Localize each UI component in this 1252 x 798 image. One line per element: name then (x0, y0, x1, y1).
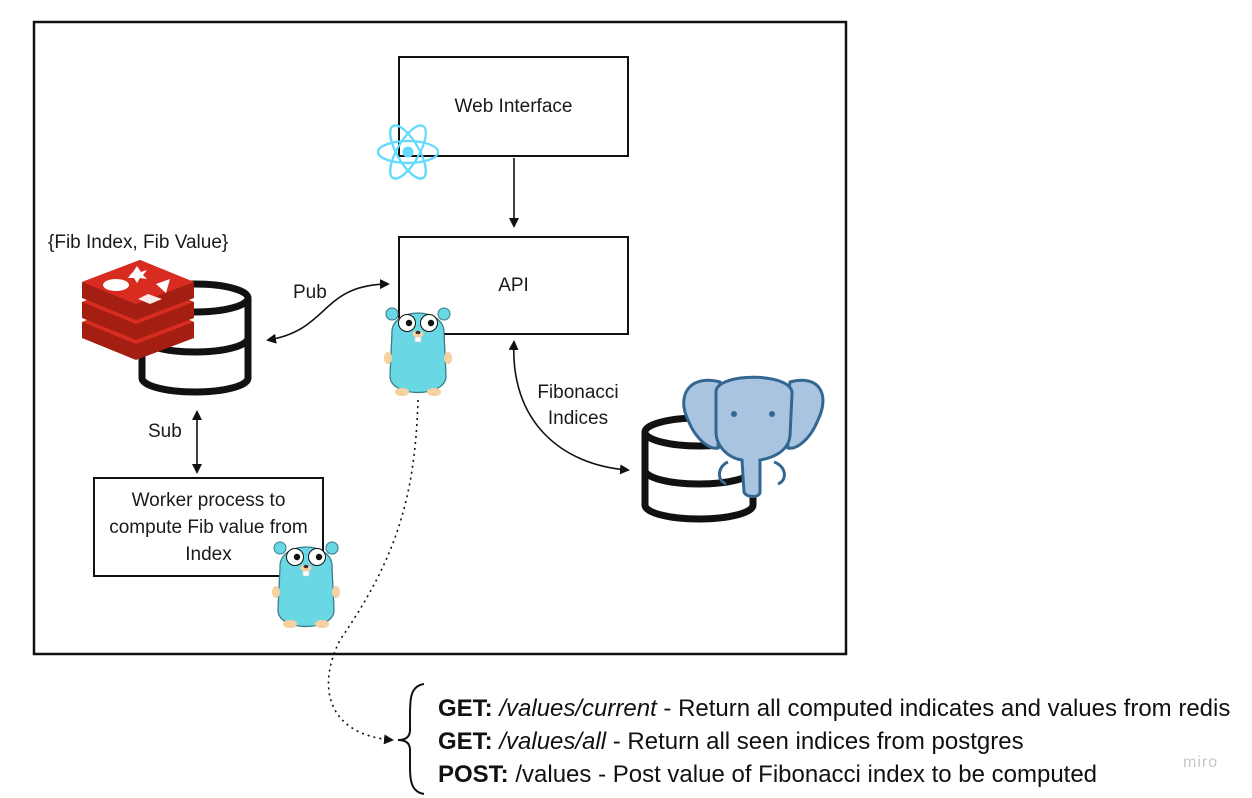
endpoint-item: GET: /values/current - Return all comput… (438, 692, 1230, 725)
endpoint-path: /values/current (499, 695, 657, 722)
endpoint-method: GET: (438, 728, 493, 755)
gopher-icon (272, 541, 340, 628)
api-label: API (498, 275, 529, 296)
endpoint-description: - Return all computed indicates and valu… (656, 695, 1231, 722)
fibonacci-indices-label: Fibonacci Indices (528, 382, 628, 430)
fibonacci-label-line1: Fibonacci (537, 382, 619, 403)
api-postgres-arrow (508, 340, 630, 475)
react-icon (376, 124, 440, 180)
endpoint-description: - Return all seen indices from postgres (606, 728, 1024, 755)
miro-watermark: miro (1183, 754, 1219, 771)
web-interface-label: Web Interface (454, 96, 573, 117)
endpoint-method: GET: (438, 695, 493, 722)
api-endpoints-dotted-connector (327, 399, 419, 745)
endpoint-item: POST: /values - Post value of Fibonacci … (438, 758, 1230, 791)
endpoints-brace (397, 683, 425, 795)
endpoints-list: GET: /values/current - Return all comput… (438, 692, 1230, 791)
endpoint-path: /values (508, 761, 592, 788)
system-boundary (32, 20, 848, 656)
pub-arrow (266, 279, 390, 344)
endpoint-path: /values/all (499, 728, 607, 755)
gopher-icon (384, 307, 452, 396)
redis-store-label: {Fib Index, Fib Value} (48, 232, 229, 253)
postgres-elephant-icon (682, 375, 825, 498)
sub-label: Sub (148, 421, 182, 442)
web-interface-box: Web Interface (398, 56, 629, 157)
pub-label: Pub (293, 282, 327, 303)
endpoint-method: POST: (438, 761, 509, 788)
endpoint-description: - Post value of Fibonacci index to be co… (591, 761, 1098, 788)
worker-label: Worker process to compute Fib value from… (109, 489, 308, 565)
endpoint-item: GET: /values/all - Return all seen indic… (438, 725, 1230, 758)
redis-icon (82, 260, 194, 360)
fibonacci-label-line2: Indices (547, 408, 609, 429)
